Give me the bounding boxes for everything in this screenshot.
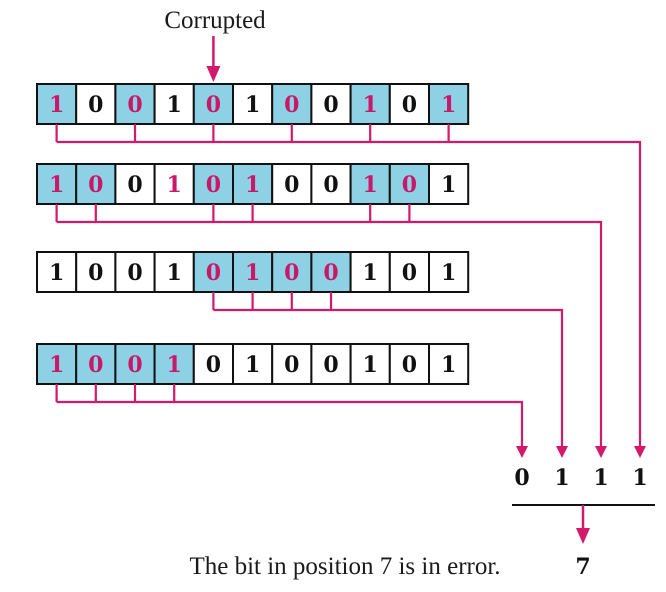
bit-value: 1 bbox=[363, 172, 378, 198]
bit-value: 1 bbox=[441, 352, 456, 378]
bit-value: 1 bbox=[49, 172, 64, 198]
bit-value: 1 bbox=[167, 172, 182, 198]
bit-value: 0 bbox=[402, 260, 417, 286]
connector-arrowhead bbox=[634, 446, 646, 458]
bit-cell bbox=[75, 83, 117, 125]
bit-value: 1 bbox=[245, 92, 260, 118]
result-arrowhead bbox=[576, 528, 590, 544]
bit-cell bbox=[428, 83, 470, 125]
bit-value: 0 bbox=[88, 352, 103, 378]
bit-value: 1 bbox=[363, 92, 378, 118]
bit-cell bbox=[192, 343, 235, 385]
error-message: The bit in position 7 is in error. bbox=[189, 553, 500, 580]
bit-cell bbox=[271, 163, 313, 205]
bit-cell bbox=[310, 163, 352, 205]
bit-cell bbox=[36, 251, 78, 293]
connector-row-3 bbox=[212, 292, 568, 458]
bit-value: 1 bbox=[245, 172, 260, 198]
connector-arrowhead bbox=[556, 446, 568, 458]
error-position-value: 7 bbox=[575, 554, 590, 580]
bit-value: 1 bbox=[245, 352, 260, 378]
bit-cell bbox=[114, 163, 156, 205]
bit-value: 0 bbox=[284, 260, 299, 286]
bit-cell bbox=[388, 251, 430, 293]
connector-row-4 bbox=[55, 384, 528, 458]
syndrome-bit: 1 bbox=[632, 465, 647, 491]
bit-value: 0 bbox=[88, 92, 103, 118]
bit-value: 0 bbox=[402, 92, 417, 118]
bit-value: 1 bbox=[49, 260, 64, 286]
bit-value: 0 bbox=[402, 172, 417, 198]
bit-cell bbox=[428, 343, 470, 385]
bit-value: 0 bbox=[284, 92, 299, 118]
bit-cell bbox=[310, 251, 352, 293]
bit-value: 0 bbox=[323, 260, 338, 286]
bit-value: 0 bbox=[206, 352, 221, 378]
bit-value: 1 bbox=[245, 260, 260, 286]
bit-value: 1 bbox=[441, 260, 456, 286]
bit-cell bbox=[153, 251, 195, 293]
bit-value: 0 bbox=[127, 352, 142, 378]
bit-value: 1 bbox=[167, 260, 182, 286]
connector-arrowhead bbox=[516, 446, 528, 458]
bit-value: 0 bbox=[127, 92, 142, 118]
syndrome-bit: 1 bbox=[593, 465, 608, 491]
bit-value: 0 bbox=[323, 352, 338, 378]
bit-value: 1 bbox=[441, 172, 456, 198]
bit-value: 0 bbox=[323, 172, 338, 198]
bit-cell bbox=[232, 251, 274, 293]
bit-value: 0 bbox=[88, 260, 103, 286]
bit-value: 0 bbox=[402, 352, 417, 378]
bit-cell bbox=[153, 343, 195, 385]
bit-value: 1 bbox=[363, 260, 378, 286]
bit-value: 0 bbox=[206, 260, 221, 286]
bit-value: 0 bbox=[127, 172, 142, 198]
connector-row-2 bbox=[55, 204, 607, 458]
bit-value: 1 bbox=[363, 352, 378, 378]
syndrome-bit: 1 bbox=[554, 465, 569, 491]
bit-value: 1 bbox=[49, 352, 64, 378]
corrupted-arrowhead bbox=[206, 66, 221, 82]
bit-value: 0 bbox=[127, 260, 142, 286]
bit-value: 1 bbox=[167, 352, 182, 378]
bit-value: 0 bbox=[284, 172, 299, 198]
bit-value: 0 bbox=[88, 172, 103, 198]
bit-cell bbox=[271, 251, 313, 293]
bit-value: 0 bbox=[206, 172, 221, 198]
bit-value: 0 bbox=[323, 92, 338, 118]
bit-value: 0 bbox=[206, 92, 221, 118]
corrupted-label: Corrupted bbox=[164, 7, 266, 34]
bit-cell bbox=[271, 343, 313, 385]
bit-value: 1 bbox=[49, 92, 64, 118]
bit-cell bbox=[114, 343, 156, 385]
bit-value: 1 bbox=[441, 92, 456, 118]
syndrome-bit: 0 bbox=[514, 465, 529, 491]
bit-cell bbox=[36, 343, 78, 385]
parity-connectors bbox=[55, 124, 646, 458]
bit-value: 0 bbox=[284, 352, 299, 378]
bit-cell bbox=[153, 163, 195, 205]
bit-value: 1 bbox=[167, 92, 182, 118]
connector-arrowhead bbox=[595, 446, 607, 458]
bit-cell bbox=[428, 163, 470, 205]
corrupted-arrow bbox=[206, 36, 221, 82]
bit-cell bbox=[428, 251, 470, 293]
connector-row-1 bbox=[55, 124, 646, 458]
